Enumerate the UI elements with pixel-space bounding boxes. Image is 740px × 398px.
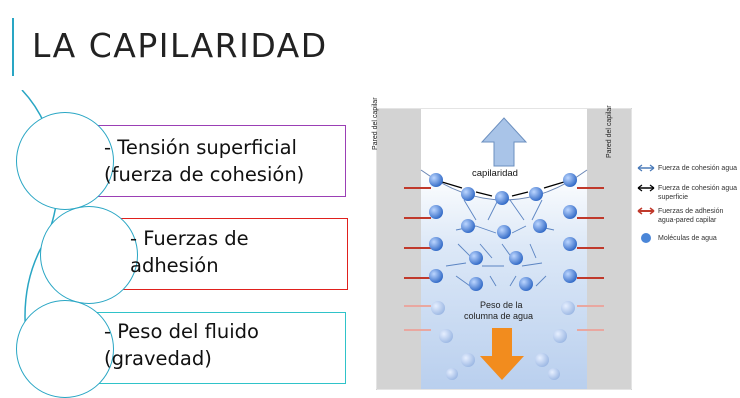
weight-label-1: Peso de la bbox=[480, 300, 523, 310]
item-label-weight: - Peso del fluido (gravedad) bbox=[104, 320, 259, 370]
legend-arrows bbox=[637, 164, 655, 243]
title-accent-bar bbox=[12, 18, 14, 76]
item-circle-adhesion bbox=[40, 206, 138, 304]
item-label-cohesion: - Tensión superficial (fuerza de cohesió… bbox=[104, 136, 305, 186]
capillarity-diagram bbox=[376, 108, 632, 390]
slide-title: LA CAPILARIDAD bbox=[32, 26, 328, 65]
item-circle-weight bbox=[16, 300, 114, 398]
item-label-adhesion: - Fuerzas de adhesión bbox=[130, 227, 249, 277]
item-circle-cohesion bbox=[16, 112, 114, 210]
capillarity-up-arrow bbox=[480, 117, 528, 167]
water-molecules bbox=[429, 173, 577, 380]
adhesion-arrows bbox=[404, 187, 604, 279]
weight-down-arrow bbox=[480, 328, 524, 380]
weight-label-2: columna de agua bbox=[464, 311, 534, 321]
wall-label-left: Pared del capilar bbox=[372, 97, 379, 150]
legend-adhesion: Fuerzas de adhesión agua-pared capilar bbox=[658, 208, 724, 224]
legend-cohesion: Fuerza de cohesión agua bbox=[658, 165, 737, 172]
legend-molecules: Moléculas de agua bbox=[658, 235, 717, 242]
capillarity-label: capilaridad bbox=[472, 168, 518, 179]
wall-label-right: Pared del capilar bbox=[606, 105, 613, 158]
legend-surface-cohesion: Fuerza de cohesión agua superficie bbox=[658, 185, 737, 201]
